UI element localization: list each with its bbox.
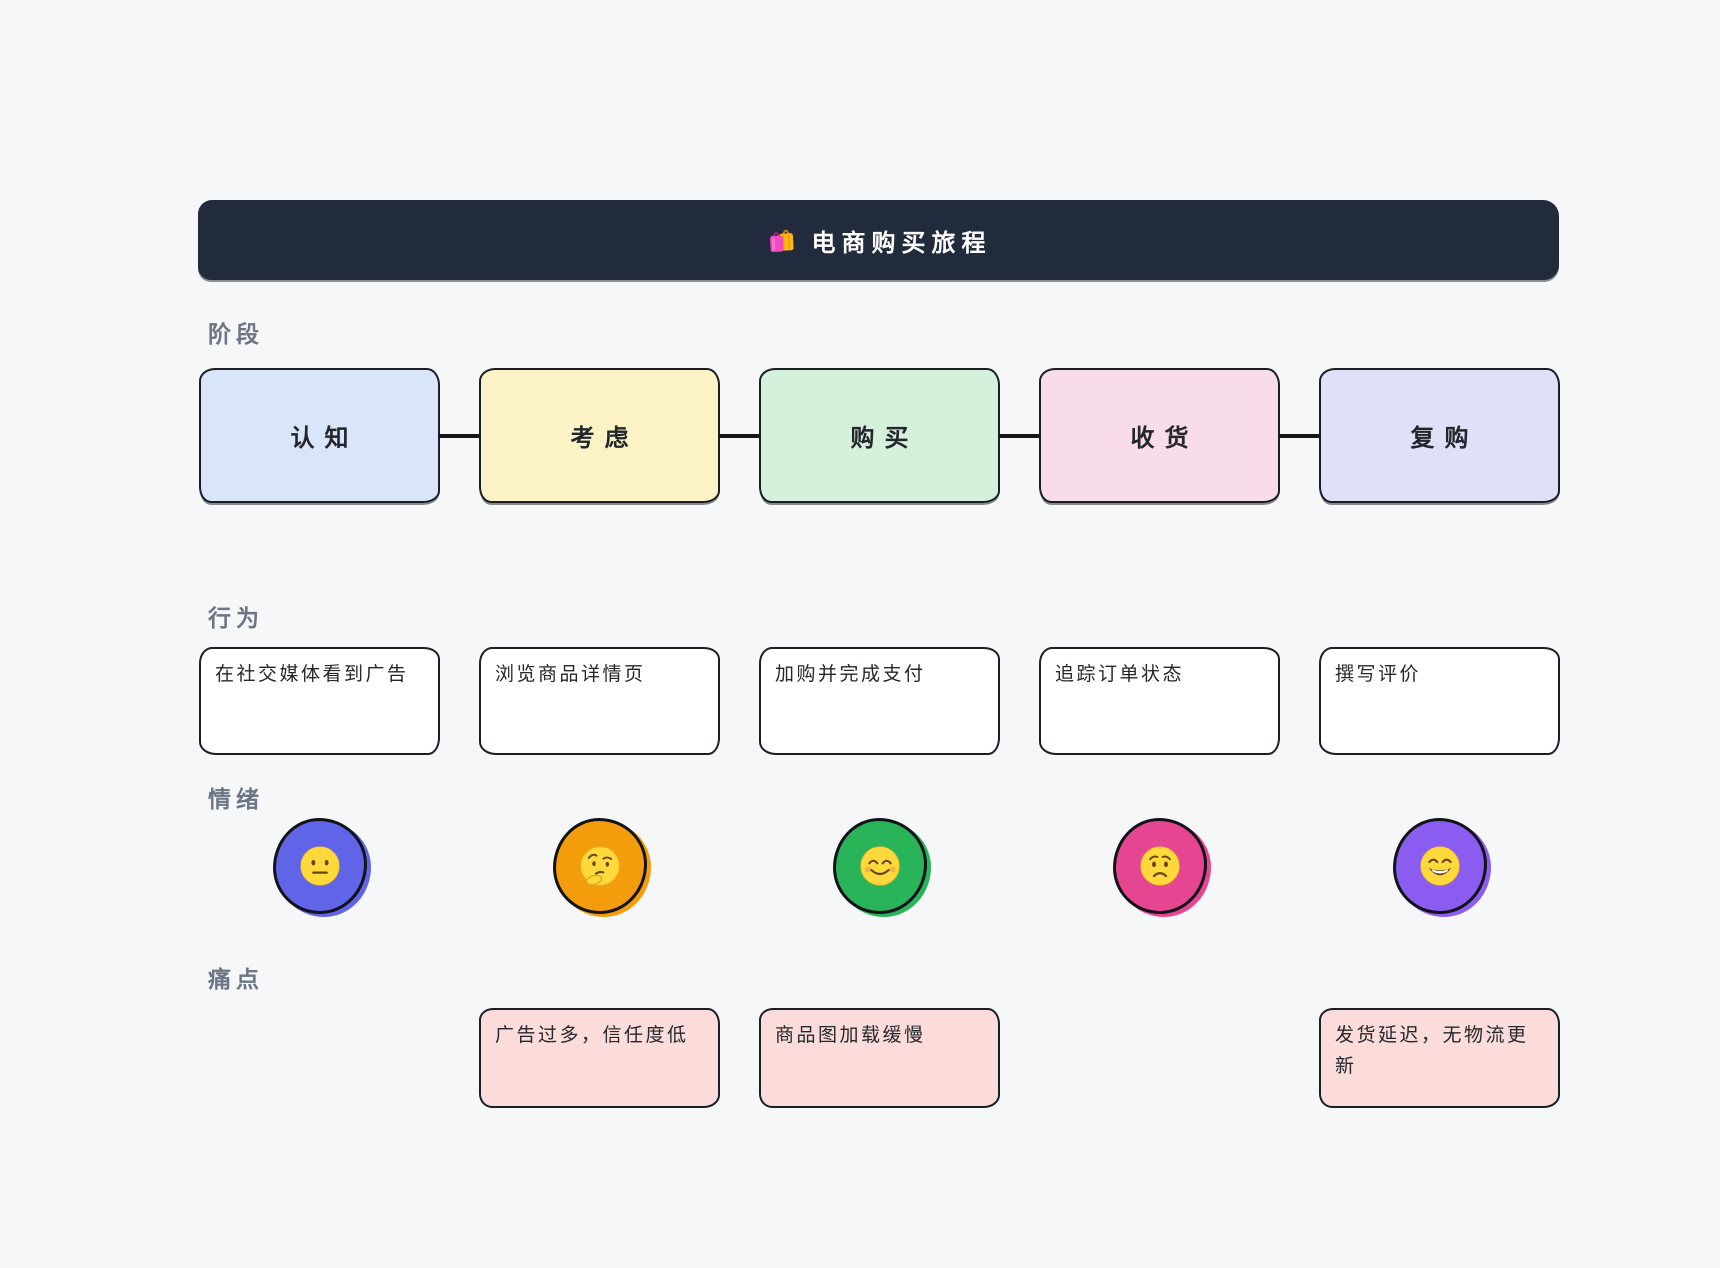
behaviors-row: 在社交媒体看到广告 浏览商品详情页 加购并完成支付 追踪订单状态 撰写评价 <box>199 647 1560 755</box>
stage-node-delivery[interactable]: 收货 <box>1039 368 1321 503</box>
emotions-row <box>199 818 1560 914</box>
stage-label: 考虑 <box>570 425 639 452</box>
grinning-face-icon <box>1419 846 1460 886</box>
stage-label: 购买 <box>850 425 919 452</box>
stage-node-repurchase[interactable]: 复购 <box>1319 368 1560 503</box>
stage-node-purchase[interactable]: 购买 <box>759 368 1041 503</box>
behavior-note[interactable]: 追踪订单状态 <box>1039 647 1280 755</box>
stage-label: 复购 <box>1410 425 1479 452</box>
emotion-node-thinking[interactable] <box>552 818 647 914</box>
thinking-face-icon <box>579 846 620 886</box>
row-label-emotions: 情绪 <box>208 786 264 812</box>
row-label-stages: 阶段 <box>208 321 264 347</box>
stage-node-consideration[interactable]: 考虑 <box>479 368 761 503</box>
row-label-pain-points: 痛点 <box>208 966 264 992</box>
pain-point-note[interactable]: 发货延迟，无物流更新 <box>1319 1008 1560 1108</box>
page-title: 电商购买旅程 <box>811 229 992 257</box>
worried-face-icon <box>1139 846 1180 886</box>
neutral-face-icon <box>299 846 340 886</box>
journey-title-bar[interactable]: 电商购买旅程 <box>198 200 1559 280</box>
row-label-behaviors: 行为 <box>208 605 264 631</box>
behavior-note[interactable]: 在社交媒体看到广告 <box>199 647 440 755</box>
smiling-face-icon <box>859 846 900 886</box>
emotion-node-neutral[interactable] <box>272 818 367 914</box>
stage-node-awareness[interactable]: 认知 <box>199 368 481 503</box>
stages-row: 认知 考虑 购买 收货 复购 <box>199 368 1560 503</box>
pain-point-note[interactable]: 广告过多，信任度低 <box>479 1008 720 1108</box>
emotion-node-worried[interactable] <box>1112 818 1207 914</box>
shopping-bags-icon <box>769 229 794 253</box>
behavior-note[interactable]: 加购并完成支付 <box>759 647 1000 755</box>
stage-label: 认知 <box>290 425 359 452</box>
emotion-node-grinning[interactable] <box>1392 818 1487 914</box>
emotion-node-happy[interactable] <box>832 818 927 914</box>
stage-label: 收货 <box>1130 425 1199 452</box>
behavior-note[interactable]: 撰写评价 <box>1319 647 1560 755</box>
pain-point-note[interactable]: 商品图加载缓慢 <box>759 1008 1000 1108</box>
behavior-note[interactable]: 浏览商品详情页 <box>479 647 720 755</box>
